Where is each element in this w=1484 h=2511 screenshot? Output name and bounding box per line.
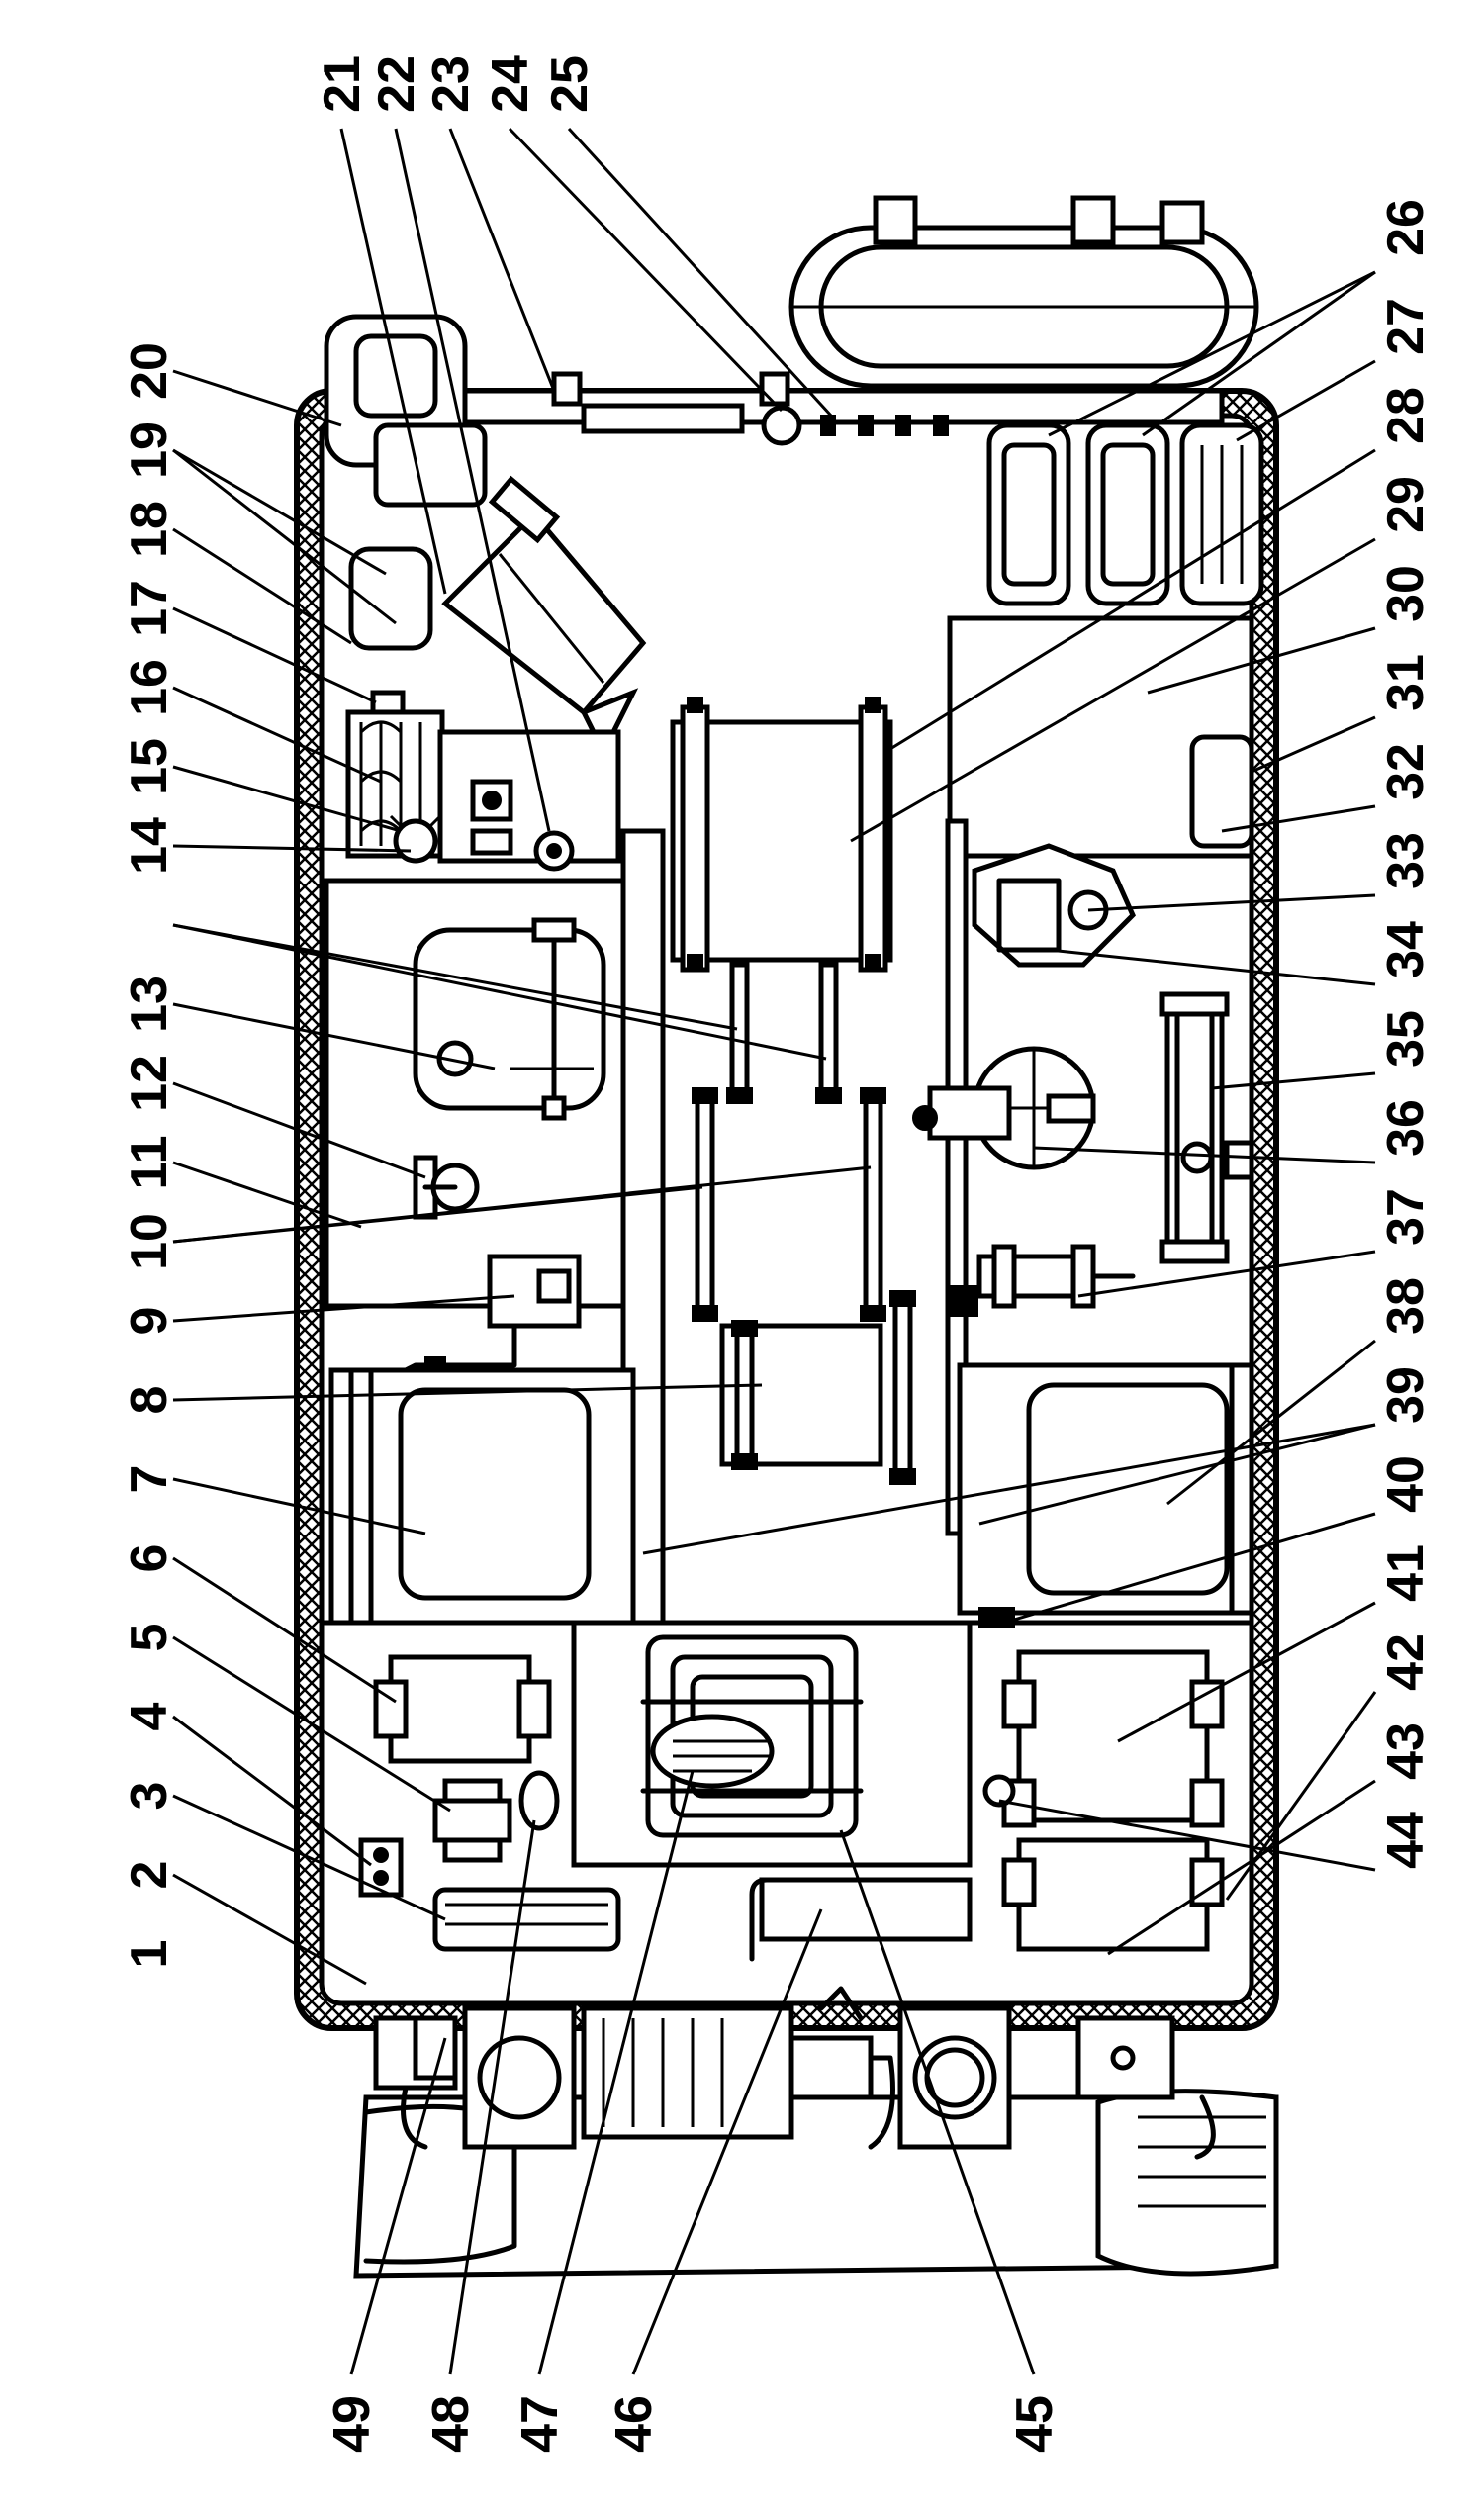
label-8: 8 [121,1386,178,1415]
left-box-6 [328,1367,636,1626]
seat-12 [413,917,606,1121]
label-42: 42 [1377,1633,1435,1691]
label-15: 15 [121,738,178,795]
label-38: 38 [1377,1277,1435,1335]
label-43: 43 [1377,1722,1435,1780]
label-29: 29 [1377,476,1435,533]
label-1: 1 [121,1940,178,1969]
label-24: 24 [482,55,539,113]
central-unit-29 [670,697,893,973]
label-47: 47 [511,2395,569,2453]
cylinder-35 [1159,991,1254,1264]
label-21: 21 [314,55,371,113]
label-18: 18 [121,501,178,558]
door-handle-assembly [324,314,488,508]
label-44: 44 [1377,1812,1435,1869]
control-box [437,729,621,872]
label-9: 9 [121,1307,178,1336]
label-34: 34 [1377,921,1435,978]
box-42 [1001,1837,1225,1952]
duct-46 [749,1877,973,1962]
label-35: 35 [1377,1010,1435,1068]
battery-2 [432,1887,621,1952]
exhaust-right [897,2005,1012,2150]
label-41: 41 [1377,1544,1435,1602]
label-16: 16 [121,659,178,716]
label-14: 14 [121,817,178,875]
labels-left-group: 20 19 18 17 16 15 14 13 12 11 10 9 8 7 6 5 4 3 2 1 [121,342,178,1968]
label-3: 3 [121,1782,178,1811]
label-7: 7 [121,1465,178,1494]
label-11: 11 [121,1136,178,1190]
fitting-40 [978,1607,1016,1808]
label-32: 32 [1377,743,1435,800]
label-10: 10 [121,1213,178,1270]
label-28: 28 [1377,387,1435,444]
leader-lines [172,127,1377,2375]
battery-box [348,546,433,651]
winch-47 [581,1986,895,2150]
label-22: 22 [368,55,425,113]
label-17: 17 [121,580,178,637]
battery-5 [373,1654,552,1764]
label-46: 46 [605,2395,663,2453]
label-25: 25 [541,55,599,113]
plug-3 [358,1837,404,1898]
searchlight [441,475,647,758]
valve-37 [976,1244,1136,1309]
label-6: 6 [121,1544,178,1573]
rear-compartment [571,1620,973,1868]
label-37: 37 [1377,1188,1435,1246]
lever-11 [413,1155,480,1220]
label-40: 40 [1377,1455,1435,1513]
label-5: 5 [121,1624,178,1652]
label-48: 48 [422,2395,480,2453]
label-2: 2 [121,1861,178,1890]
label-19: 19 [121,421,178,479]
label-23: 23 [422,55,480,113]
label-33: 33 [1377,832,1435,889]
label-12: 12 [121,1055,178,1112]
label-36: 36 [1377,1099,1435,1157]
tow-hook-right [1075,2015,1216,2160]
rear-bumper [353,2089,1279,2278]
unit-7 [719,1290,916,1485]
device-4 [432,1770,560,1863]
label-13: 13 [121,976,178,1033]
label-45: 45 [1006,2395,1064,2453]
label-26: 26 [1377,199,1435,256]
rack-26 [986,422,1264,606]
label-30: 30 [1377,565,1435,622]
box-41 [1001,1649,1225,1828]
right-panel-30 [947,615,1254,859]
tow-hook-left [373,2015,458,2150]
labels-bottom-group: 49 48 47 46 45 [324,2395,1064,2453]
shaft-13 [726,962,842,1104]
beam-9 [692,1087,886,1322]
label-31: 31 [1377,654,1435,711]
label-20: 20 [121,342,178,400]
exhaust-left [462,2005,577,2150]
vertical-rail-39 [945,818,978,1536]
small-valve [389,814,442,864]
label-39: 39 [1377,1366,1435,1424]
label-27: 27 [1377,298,1435,355]
label-4: 4 [121,1702,178,1730]
spare-wheel [788,195,1259,389]
label-49: 49 [324,2395,381,2453]
